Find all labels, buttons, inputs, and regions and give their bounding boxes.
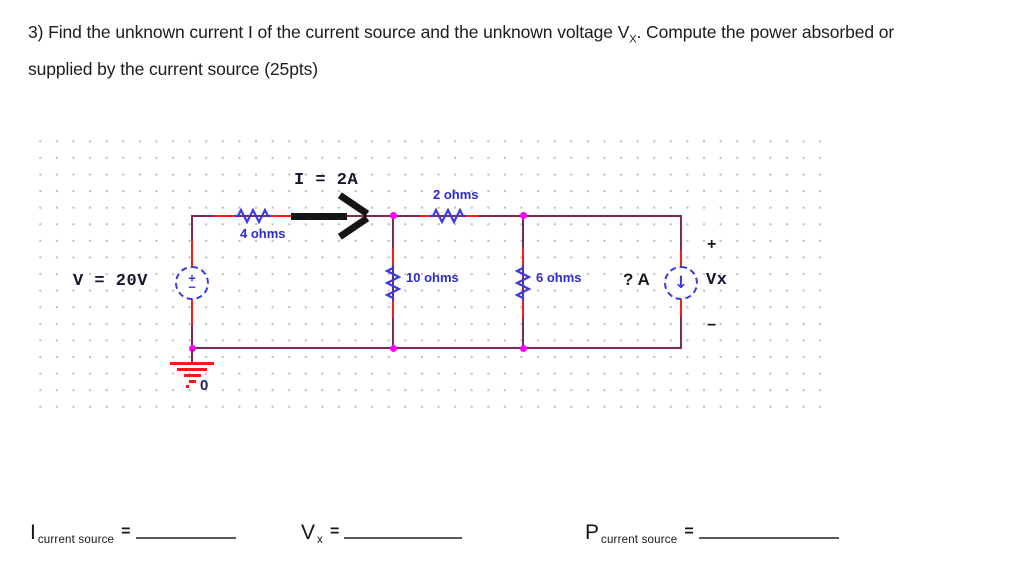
lead-r4-bottom bbox=[522, 301, 524, 318]
resistor-2ohm bbox=[430, 208, 466, 224]
current-arrow-shaft bbox=[291, 213, 347, 220]
junction-dot bbox=[189, 345, 196, 352]
problem-statement: 3) Find the unknown current I of the cur… bbox=[28, 18, 1013, 84]
wire-top bbox=[192, 215, 682, 217]
junction-dot bbox=[390, 345, 397, 352]
resistor-2ohm-label: 2 ohms bbox=[433, 187, 479, 202]
lead-r2-left bbox=[419, 215, 432, 217]
lead-isource-bottom bbox=[680, 300, 682, 316]
resistor-6ohm bbox=[515, 265, 531, 301]
voltage-source-value-label: V = 20V bbox=[73, 272, 148, 291]
answer-vx-symbol: V bbox=[301, 521, 316, 544]
lead-r4-top bbox=[522, 248, 524, 265]
lead-r2-right bbox=[466, 215, 479, 217]
ground-icon bbox=[184, 374, 201, 377]
resistor-4ohm bbox=[235, 208, 271, 224]
resistor-10ohm-label: 10 ohms bbox=[406, 270, 459, 285]
vx-label: Vx bbox=[706, 271, 728, 290]
resistor-4ohm-label: 4 ohms bbox=[240, 226, 286, 241]
answer-i-symbol: I bbox=[30, 521, 36, 544]
answer-vx-subscript: x bbox=[317, 534, 323, 546]
junction-dot bbox=[390, 212, 397, 219]
title-line1-pre: 3) Find the unknown current I of the cur… bbox=[28, 22, 630, 42]
answer-p-subscript: current source bbox=[601, 534, 678, 546]
equals-sign: = bbox=[684, 523, 694, 540]
wire-middle-branch-1 bbox=[392, 215, 394, 349]
wire-middle-branch-2 bbox=[522, 215, 524, 349]
ground-icon bbox=[189, 380, 196, 383]
unknown-current-label: ? A bbox=[623, 270, 650, 289]
junction-dot bbox=[520, 345, 527, 352]
current-source-arrow-icon: ↓ bbox=[673, 272, 689, 293]
lead-isource-top bbox=[680, 250, 682, 267]
wire-bottom bbox=[192, 347, 682, 349]
ground-icon bbox=[170, 362, 214, 365]
title-vx-subscript: X bbox=[629, 33, 637, 46]
answer-p-blank bbox=[698, 526, 839, 539]
vx-minus-sign: − bbox=[707, 317, 717, 334]
resistor-10ohm bbox=[385, 265, 401, 301]
ground-stem bbox=[191, 349, 193, 362]
branch-current-label: I = 2A bbox=[294, 171, 359, 190]
lead-r1-left bbox=[214, 215, 235, 217]
voltage-source: + − bbox=[175, 266, 209, 300]
ground-dot bbox=[186, 385, 189, 388]
lead-vsource-bottom bbox=[191, 300, 193, 325]
ground-icon bbox=[177, 368, 207, 371]
current-source: ↓ bbox=[664, 266, 698, 300]
title-line1-post: . Compute the power absorbed or bbox=[636, 22, 895, 42]
resistor-6ohm-label: 6 ohms bbox=[536, 270, 582, 285]
answer-i-blank bbox=[135, 526, 236, 539]
lead-r3-top bbox=[392, 248, 394, 265]
equals-sign: = bbox=[121, 523, 131, 540]
title-line2: supplied by the current source (25pts) bbox=[28, 58, 318, 79]
voltage-source-minus-sign: − bbox=[188, 280, 196, 294]
answer-vx-blank bbox=[344, 526, 463, 539]
answer-p-symbol: P bbox=[585, 521, 600, 544]
equals-sign: = bbox=[329, 523, 340, 540]
lead-r3-bottom bbox=[392, 301, 394, 318]
ground-node-label: 0 bbox=[200, 377, 209, 394]
junction-dot bbox=[520, 212, 527, 219]
answer-i-subscript: current source bbox=[37, 534, 115, 546]
lead-r1-right bbox=[271, 215, 295, 217]
voltage-source-plus-sign: + bbox=[188, 271, 196, 285]
vx-plus-sign: + bbox=[707, 236, 717, 253]
lead-vsource-top bbox=[191, 240, 193, 267]
